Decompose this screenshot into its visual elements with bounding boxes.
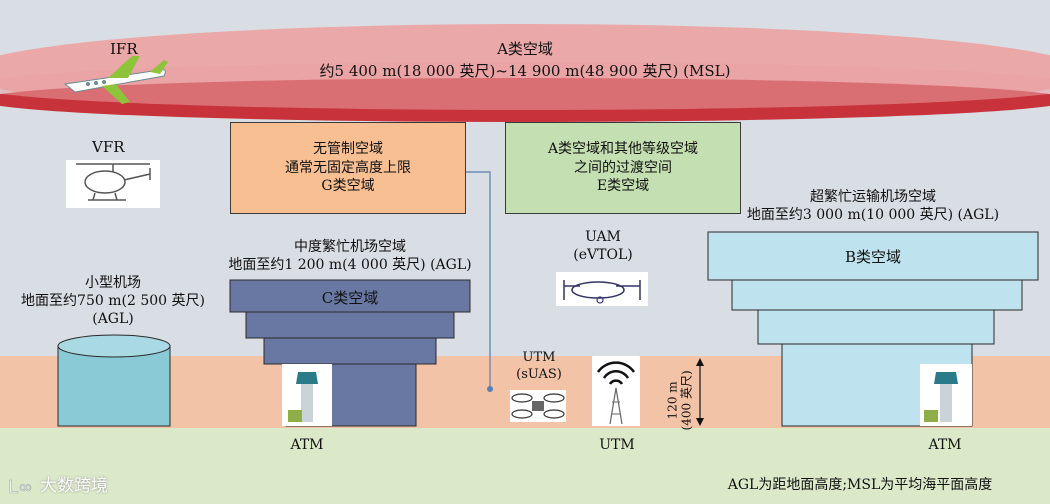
drone-icon [510,390,566,422]
utm-suas-label: UTM (sUAS) [504,350,574,384]
atm-right-label: ATM [928,437,962,453]
altitude-120-line1: 120 m [665,381,680,420]
watermark-logo: ᒪ∞ [8,477,34,499]
class-g-line2: 通常无固定高度上限 [285,159,411,176]
watermark-text: 大数跨境 [40,476,108,496]
atm-left-label: ATM [290,437,324,453]
uam-line1: UAM [585,229,621,245]
vfr-label: VFR [92,138,125,156]
class-e-line3: E类空域 [596,178,650,195]
class-c-label: C类空域 [321,289,379,307]
class-e-line2: 之间的过渡空间 [574,159,672,176]
connector-line [466,171,491,389]
signal-tower-icon [592,356,640,426]
small-airport-line1: 小型机场 [85,275,141,291]
utm-bottom-label: UTM [599,437,635,453]
class-b-label: B类空域 [844,248,902,266]
class-d-cylinder [57,334,171,427]
ifr-label: IFR [110,40,138,58]
class-b-structure [707,231,1039,427]
uam-line2: (eVTOL) [573,247,633,264]
utm-suas-line2: (sUAS) [516,366,562,382]
small-airport-line3: (AGL) [92,311,134,328]
altitude-120-line2: (400 英尺) [680,370,694,431]
class-g-line3: G类空域 [321,178,375,195]
control-tower-icon [920,364,972,426]
class-e-line1: A类空域和其他等级空域 [547,140,699,157]
large-airport-line2: 地面至约3 000 m(10 000 英尺) (AGL) [746,207,1000,224]
uam-label: UAM (eVTOL) [548,228,658,264]
ground [0,428,1050,504]
footnote: AGL为距地面高度;MSL为平均海平面高度 [727,477,993,493]
svg-text:ᒪ∞: ᒪ∞ [8,477,33,498]
large-airport-label: 超繁忙运输机场空域 地面至约3 000 m(10 000 英尺) (AGL) [700,188,1046,224]
large-airport-line1: 超繁忙运输机场空域 [810,189,936,205]
class-e-box: A类空域和其他等级空域 之间的过渡空间 E类空域 [505,122,741,214]
medium-airport-line1: 中度繁忙机场空域 [294,239,406,255]
utm-suas-line1: UTM [522,350,556,365]
medium-airport-label: 中度繁忙机场空域 地面至约1 200 m(4 000 英尺) (AGL) [200,238,500,274]
airplane-icon [63,56,168,104]
small-airport-label: 小型机场 地面至约750 m(2 500 英尺) (AGL) [8,274,218,329]
class-g-line1: 无管制空域 [313,140,383,157]
altitude-120-label: 120 m (400 英尺) [666,352,695,448]
altitude-arrow [696,358,704,426]
class-g-box: 无管制空域 通常无固定高度上限 G类空域 [230,122,466,214]
helicopter-icon [66,160,160,208]
control-tower-icon [282,364,332,426]
small-airport-line2: 地面至约750 m(2 500 英尺) [21,293,205,310]
medium-airport-line2: 地面至约1 200 m(4 000 英尺) (AGL) [228,257,472,274]
class-a-title: A类空域 [497,40,553,58]
evtol-icon [556,272,648,306]
class-a-range: 约5 400 m(18 000 英尺)~14 900 m(48 900 英尺) … [319,62,731,80]
